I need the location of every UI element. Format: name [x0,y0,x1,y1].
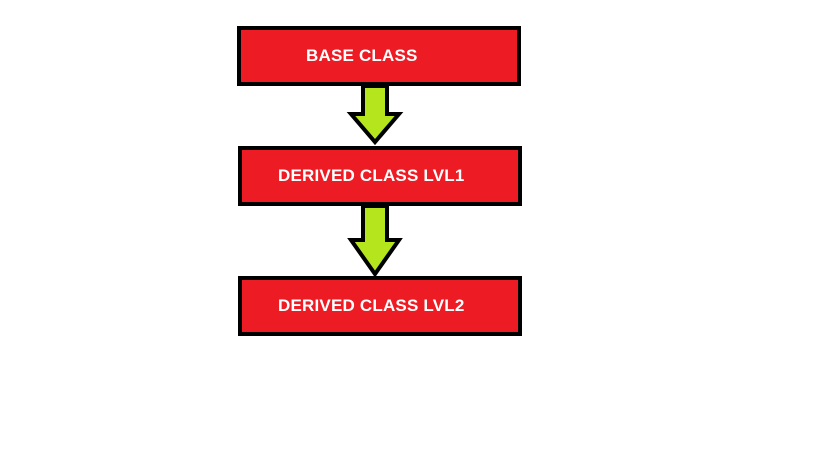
derived-class-lvl1-label: DERIVED CLASS LVL1 [278,166,465,185]
base-class-label: BASE CLASS [306,46,418,65]
arrow-shape [346,84,404,146]
base-class-box: BASE CLASS [237,26,521,86]
derived-class-lvl2-box: DERIVED CLASS LVL2 [238,276,522,336]
down-arrow-icon [347,204,403,278]
derived-class-lvl2-label: DERIVED CLASS LVL2 [278,296,465,315]
arrow-shape [347,204,403,278]
derived-class-lvl1-box: DERIVED CLASS LVL1 [238,146,522,206]
down-arrow-icon [346,84,404,146]
